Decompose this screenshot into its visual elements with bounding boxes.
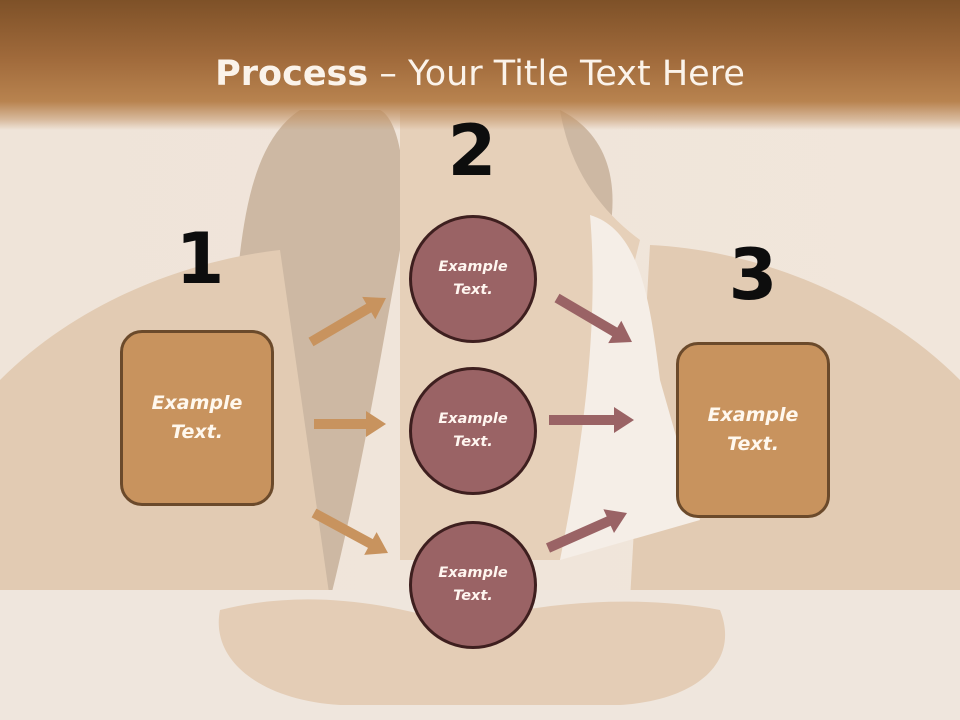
- left-step-text: Example Text.: [151, 392, 243, 443]
- circle-step-middle: Example Text.: [409, 367, 537, 495]
- circle-top-text: Example Text.: [438, 259, 508, 298]
- arrow-to-top-circle: [308, 296, 386, 347]
- step-number-1: 1: [175, 218, 225, 300]
- right-step-box: Example Text.: [676, 342, 830, 518]
- title-rest: – Your Title Text Here: [368, 54, 745, 94]
- arrow-top-to-right-box: [554, 293, 632, 344]
- arrow-to-bottom-circle: [311, 508, 388, 555]
- left-step-box: Example Text.: [120, 330, 274, 506]
- title-bold: Process: [215, 54, 369, 94]
- title-bar: Process – Your Title Text Here: [0, 0, 960, 130]
- arrow-bottom-to-right-box: [546, 509, 627, 553]
- arrow-to-middle-circle: [314, 411, 386, 437]
- right-step-text: Example Text.: [707, 404, 799, 455]
- slide-title: Process – Your Title Text Here: [0, 54, 960, 94]
- circle-middle-text: Example Text.: [438, 411, 508, 450]
- circle-step-top: Example Text.: [409, 215, 537, 343]
- arrow-middle-to-right-box: [549, 407, 634, 433]
- circle-bottom-text: Example Text.: [438, 565, 508, 604]
- circle-step-bottom: Example Text.: [409, 521, 537, 649]
- step-number-2: 2: [447, 110, 497, 192]
- step-number-3: 3: [728, 234, 778, 316]
